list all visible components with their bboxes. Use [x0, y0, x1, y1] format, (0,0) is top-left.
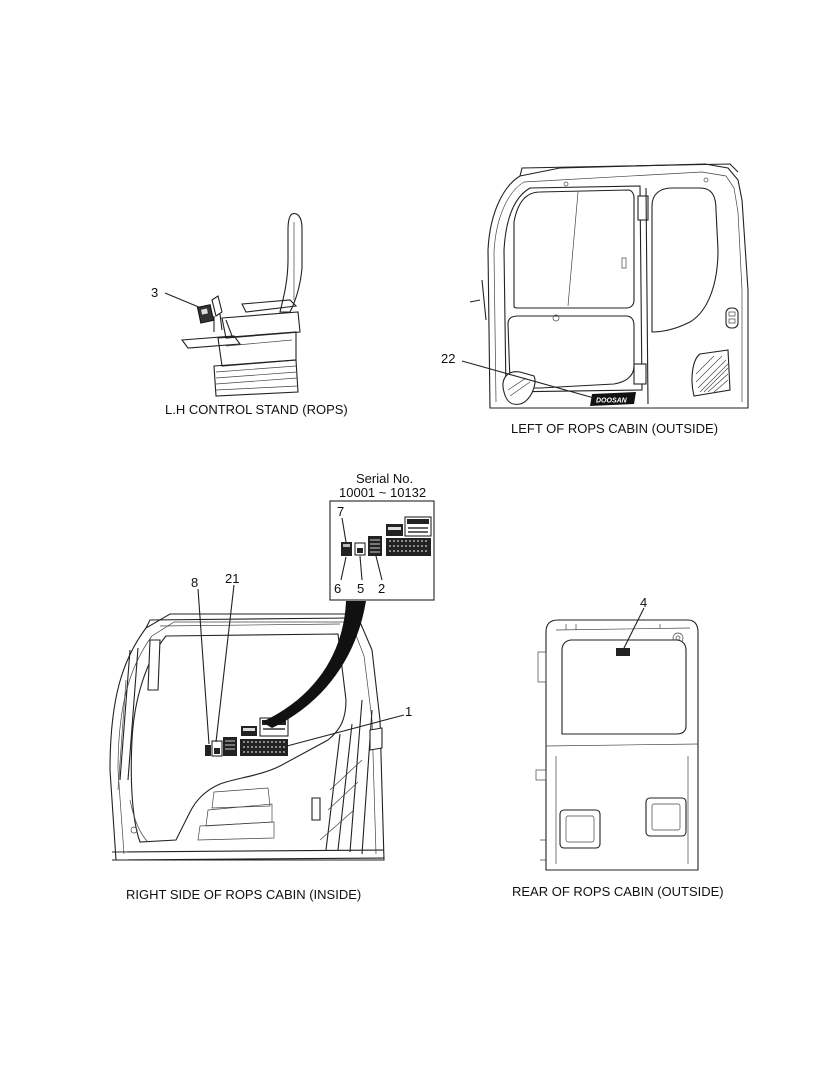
caption-left-cabin: LEFT OF ROPS CABIN (OUTSIDE) — [511, 421, 718, 436]
right-cabin-inside-illustration — [109, 584, 405, 861]
callout-8: 8 — [191, 575, 198, 590]
doosan-decal-text: DOOSAN — [596, 398, 628, 405]
callout-1: 1 — [405, 704, 412, 719]
callout-3: 3 — [151, 285, 158, 300]
caption-lh-control-stand: L.H CONTROL STAND (ROPS) — [165, 402, 348, 417]
callout-2: 2 — [378, 581, 385, 596]
callout-21: 21 — [225, 571, 239, 586]
callout-7: 7 — [337, 504, 344, 519]
callout-6: 6 — [334, 581, 341, 596]
callout-4: 4 — [640, 595, 647, 610]
detail-labels — [340, 516, 432, 581]
detail-callout-band — [262, 601, 366, 728]
callout-22: 22 — [441, 351, 455, 366]
serial-title: Serial No. — [356, 471, 413, 486]
serial-range: 10001 ~ 10132 — [339, 485, 426, 500]
callout-5: 5 — [357, 581, 364, 596]
left-cabin-illustration: DOOSAN — [461, 163, 749, 409]
caption-rear-cabin: REAR OF ROPS CABIN (OUTSIDE) — [512, 884, 724, 899]
caption-right-side-cabin: RIGHT SIDE OF ROPS CABIN (INSIDE) — [126, 887, 361, 902]
rear-cabin-illustration — [535, 607, 699, 871]
seat-illustration — [164, 213, 303, 397]
